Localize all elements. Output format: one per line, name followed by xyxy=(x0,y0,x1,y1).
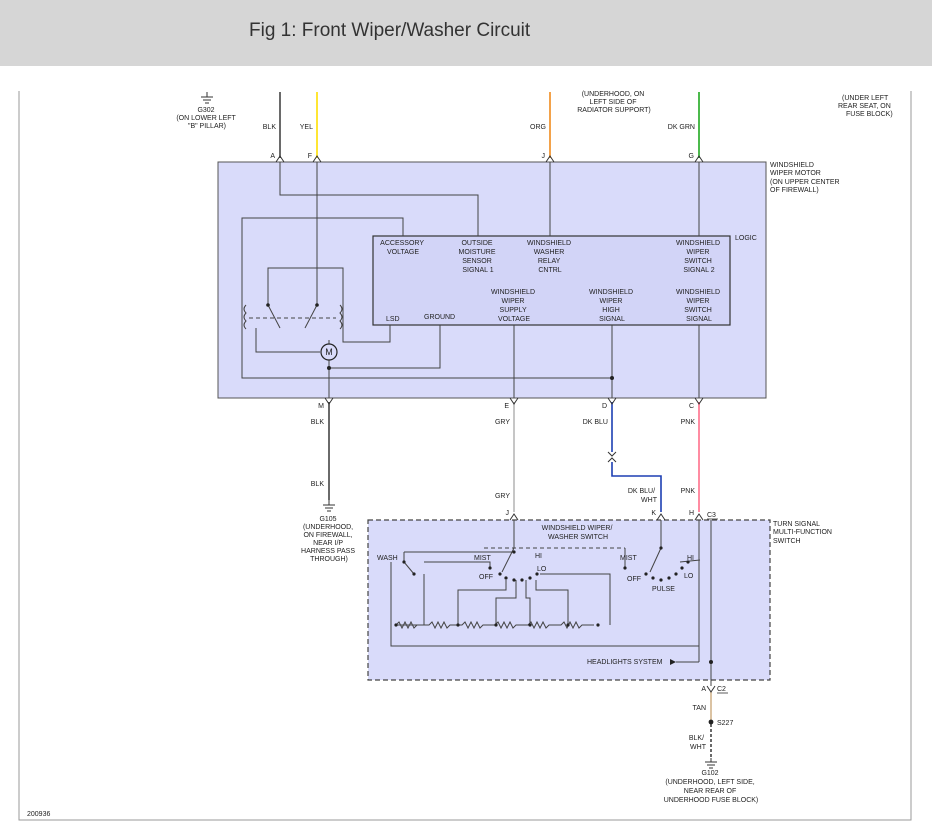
logic-supply-voltage: WINDSHIELD WIPER SUPPLY VOLTAGE xyxy=(491,289,537,323)
terminal-m xyxy=(324,397,334,405)
pin-label: J xyxy=(506,510,510,517)
headlights-system-label: HEADLIGHTS SYSTEM xyxy=(587,659,663,666)
terminal-k-sw xyxy=(656,513,666,521)
terminal-inline xyxy=(607,451,617,463)
logic-high-signal: WINDSHIELD WIPER HIGH SIGNAL xyxy=(589,289,635,323)
pin-label: A xyxy=(701,686,706,693)
ground-symbol xyxy=(705,758,717,769)
switch-internal-wiring xyxy=(390,520,712,686)
pin-label: C3 xyxy=(707,512,716,519)
logic-switch-signal: WINDSHIELD WIPER SWITCH SIGNAL xyxy=(676,289,722,323)
headlights-arrow xyxy=(670,659,676,665)
switch-mist-2: MIST xyxy=(620,555,637,562)
terminal-e xyxy=(509,397,519,405)
wire-label: BLK xyxy=(311,481,325,488)
washer-switch-label: WINDSHIELD WIPER/ WASHER SWITCH xyxy=(542,525,615,541)
ground-symbol xyxy=(323,500,335,512)
underhood-top-label: (UNDERHOOD, ON LEFT SIDE OF RADIATOR SUP… xyxy=(577,91,651,114)
splice-label: S227 xyxy=(717,720,733,727)
pin-label: M xyxy=(318,403,324,410)
figure-number: 200936 xyxy=(27,811,50,818)
wire-label: DK BLU/ WHT xyxy=(628,488,658,504)
wire-label: BLK xyxy=(311,419,325,426)
switch-contacts xyxy=(394,546,713,664)
pin-label: J xyxy=(542,153,546,160)
logic-label: LOGIC xyxy=(735,235,757,242)
under-left-rear-label: (UNDER LEFT REAR SEAT, ON FUSE BLOCK) xyxy=(838,95,893,118)
wires xyxy=(279,92,712,758)
terminal-a-bottom xyxy=(706,685,716,693)
logic-ground: GROUND xyxy=(424,314,455,321)
motor-m-circle xyxy=(320,343,338,361)
logic-box xyxy=(372,235,731,326)
logic-lsd: LSD xyxy=(386,316,400,323)
pin-label: H xyxy=(689,510,694,517)
junction-dot xyxy=(315,303,319,307)
wiper-motor-label: WINDSHIELD WIPER MOTOR (ON UPPER CENTER … xyxy=(770,162,842,194)
switch-hi: HI xyxy=(535,553,542,560)
pin-label: F xyxy=(308,153,312,160)
logic-switch-signal-2: WINDSHIELD WIPER SWITCH SIGNAL 2 xyxy=(676,240,722,274)
junction-dot xyxy=(327,366,331,370)
header-bar: Fig 1: Front Wiper/Washer Circuit xyxy=(0,0,932,66)
switch-mist: MIST xyxy=(474,555,491,562)
wire-label: GRY xyxy=(495,493,510,500)
g302-label: G302 (ON LOWER LEFT "B" PILLAR) xyxy=(176,107,237,130)
ground-symbol xyxy=(201,92,213,104)
wire-label: DK GRN xyxy=(668,124,695,131)
wire-label: PNK xyxy=(681,419,696,426)
wire-label: PNK xyxy=(681,488,696,495)
g105-label: G105 (UNDERHOOD, ON FIREWALL, NEAR I/P H… xyxy=(301,516,357,563)
page-frame xyxy=(18,91,912,821)
switch-off: OFF xyxy=(479,574,493,581)
g102-label: G102 (UNDERHOOD, LEFT SIDE, NEAR REAR OF… xyxy=(664,770,759,804)
terminal-j-sw xyxy=(509,513,519,521)
wire-label: GRY xyxy=(495,419,510,426)
switch-lo: LO xyxy=(537,566,547,573)
switch-lo-2: LO xyxy=(684,573,694,580)
motor-m-letter: M xyxy=(325,347,333,357)
pin-label: G xyxy=(689,153,694,160)
terminal-g-top xyxy=(694,155,704,163)
logic-washer-relay: WINDSHIELD WASHER RELAY CNTRL xyxy=(527,240,573,274)
terminal-h-sw xyxy=(694,513,704,521)
terminal-a-top xyxy=(275,155,285,163)
switch-hi-2: HI xyxy=(687,555,694,562)
wire-label: BLK/ WHT xyxy=(689,735,707,751)
wire-dk-blu-wht xyxy=(611,462,662,512)
wire-label: TAN xyxy=(693,705,706,712)
terminal-c xyxy=(694,397,704,405)
pin-label: K xyxy=(651,510,656,517)
terminal-f-top xyxy=(312,155,322,163)
logic-accessory-voltage: ACCESSORY VOLTAGE xyxy=(380,240,426,256)
wire-label: ORG xyxy=(530,124,546,131)
pin-label: C2 xyxy=(717,686,726,693)
motor-internal-wiring xyxy=(241,162,700,398)
logic-moisture-sensor: OUTSIDE MOISTURE SENSOR SIGNAL 1 xyxy=(459,240,498,274)
junction-dot xyxy=(610,376,614,380)
junction-dot xyxy=(266,303,270,307)
turn-signal-label: TURN SIGNAL MULTI-FUNCTION SWITCH xyxy=(773,521,834,545)
switch-off-2: OFF xyxy=(627,576,641,583)
pin-label: A xyxy=(270,153,275,160)
pin-label: C xyxy=(689,403,694,410)
turn-signal-switch-box xyxy=(367,519,771,681)
pin-label: D xyxy=(602,403,607,410)
terminal-d xyxy=(607,397,617,405)
connector-terminals xyxy=(275,155,716,693)
splice-s227 xyxy=(708,719,714,725)
page-title: Fig 1: Front Wiper/Washer Circuit xyxy=(249,20,531,41)
pin-label: E xyxy=(504,403,509,410)
switch-wash: WASH xyxy=(377,555,398,562)
wire-label: YEL xyxy=(300,124,313,131)
switch-pulse: PULSE xyxy=(652,586,675,593)
terminal-j-top xyxy=(545,155,555,163)
wire-label: BLK xyxy=(263,124,277,131)
wire-label: DK BLU xyxy=(583,419,608,426)
